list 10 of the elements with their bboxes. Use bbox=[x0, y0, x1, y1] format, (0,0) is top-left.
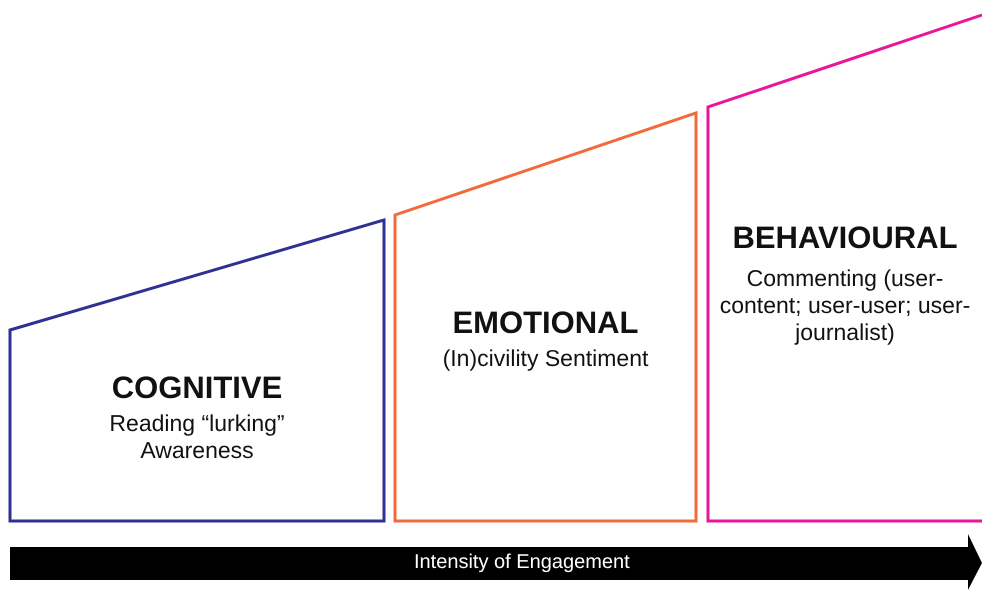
stage-shape bbox=[708, 15, 982, 521]
stage-shape bbox=[395, 113, 696, 521]
stage-description: Reading “lurking” Awareness bbox=[108, 410, 286, 464]
axis-label: Intensity of Engagement bbox=[414, 551, 630, 574]
stage-description: (In)civility Sentiment bbox=[442, 345, 650, 372]
stage-heading: COGNITIVE bbox=[110, 370, 284, 406]
stage-description: Commenting (user-content; user-user; user-journalist) bbox=[718, 265, 972, 346]
stage-heading: BEHAVIOURAL bbox=[731, 220, 959, 256]
stage-shape bbox=[10, 220, 384, 521]
stage-heading: EMOTIONAL bbox=[452, 305, 640, 341]
